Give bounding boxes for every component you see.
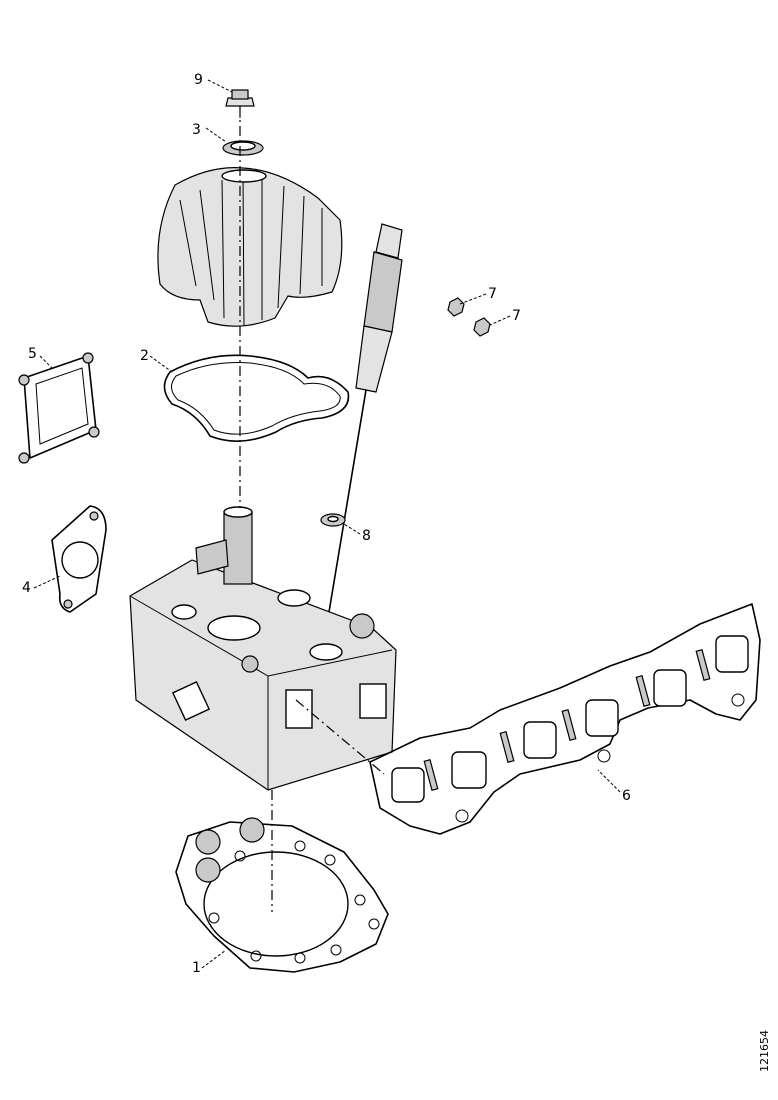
callout-3: 3 bbox=[192, 122, 201, 138]
callout-7-lower: 7 bbox=[512, 308, 521, 324]
valve-cover bbox=[157, 167, 343, 327]
cylinder-head bbox=[129, 506, 397, 791]
part-1-head-gasket bbox=[175, 817, 389, 973]
callout-1: 1 bbox=[192, 960, 201, 976]
part-6-manifold-gasket bbox=[369, 603, 761, 835]
reference-code: 121654 bbox=[758, 1030, 771, 1072]
part-4-flange-gasket bbox=[51, 505, 107, 613]
part-3-seal-ring bbox=[222, 140, 264, 156]
leader-lines bbox=[33, 79, 621, 969]
center-axes bbox=[239, 106, 385, 912]
callout-8: 8 bbox=[362, 528, 371, 544]
callout-9: 9 bbox=[194, 72, 203, 88]
injector bbox=[315, 223, 403, 691]
callout-6: 6 bbox=[622, 788, 631, 804]
callout-5: 5 bbox=[28, 346, 37, 362]
callouts: 9 3 7 7 5 2 8 4 6 1 bbox=[22, 72, 631, 976]
callout-7-upper: 7 bbox=[488, 286, 497, 302]
part-8-washer bbox=[320, 513, 346, 527]
part-5-square-gasket bbox=[18, 352, 100, 464]
part-7-nuts bbox=[447, 297, 491, 337]
callout-2: 2 bbox=[140, 348, 149, 364]
callout-4: 4 bbox=[22, 580, 31, 596]
part-2-cover-gasket bbox=[163, 354, 350, 442]
